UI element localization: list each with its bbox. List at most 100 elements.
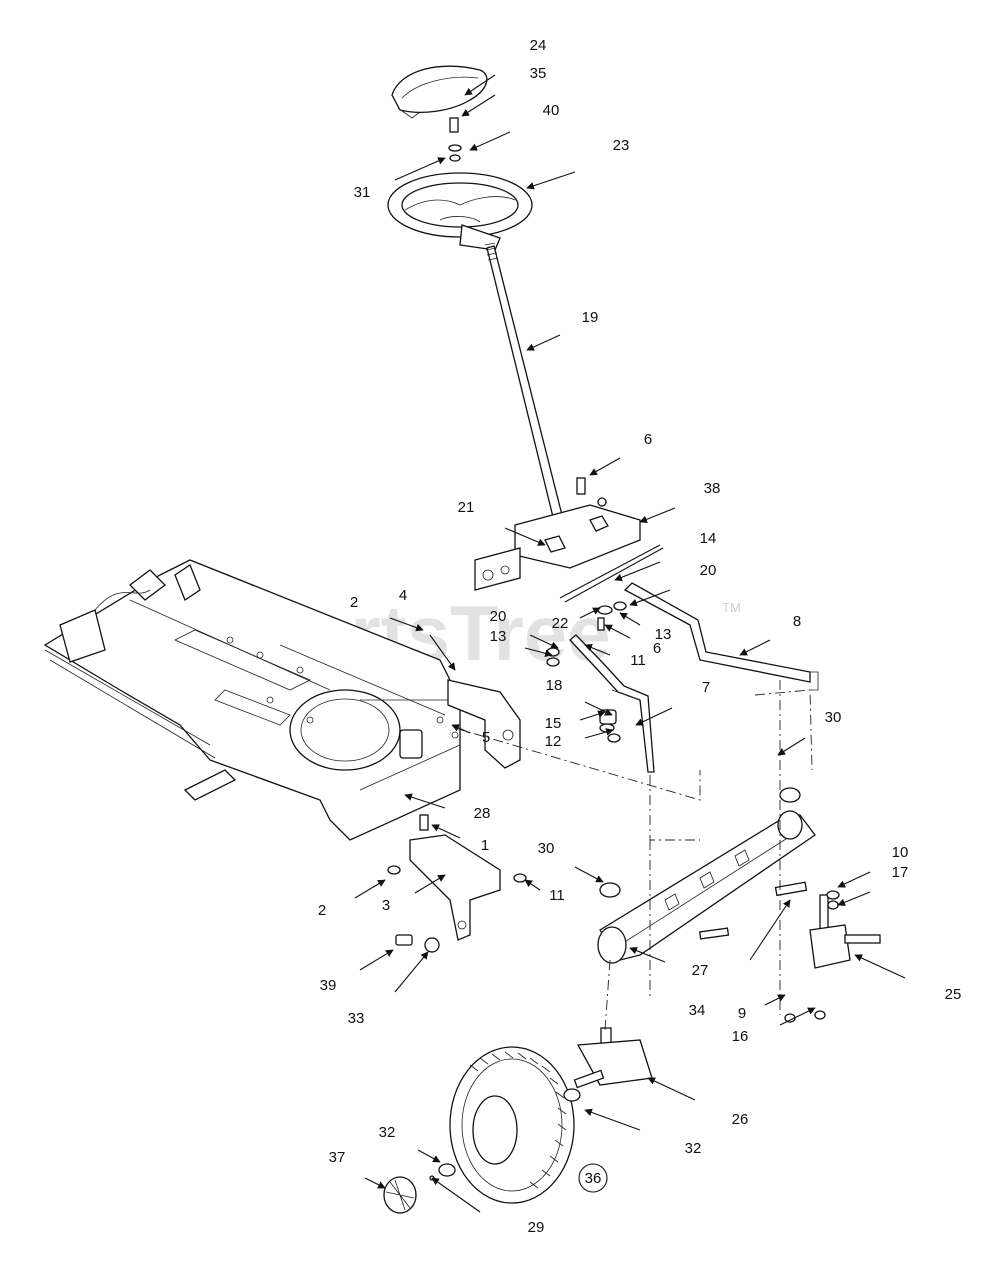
leader-line-24 bbox=[464, 74, 496, 96]
leader-line-34 bbox=[749, 899, 791, 961]
callout-label-20a: 20 bbox=[700, 562, 717, 579]
steering-hardware bbox=[448, 117, 462, 162]
callout-label-28: 28 bbox=[474, 805, 491, 822]
leader-line-38 bbox=[639, 507, 676, 524]
callout-label-24: 24 bbox=[530, 37, 547, 54]
frame-bracket bbox=[447, 679, 521, 769]
leader-line-2b bbox=[354, 879, 386, 899]
callout-label-13a: 13 bbox=[655, 626, 672, 643]
leader-line-26 bbox=[647, 1077, 696, 1101]
leader-line-10 bbox=[837, 871, 871, 888]
callout-label-6b: 6 bbox=[653, 640, 661, 657]
callout-label-32a: 32 bbox=[685, 1140, 702, 1157]
callout-label-4: 4 bbox=[399, 587, 407, 604]
callout-label-39: 39 bbox=[320, 977, 337, 994]
callout-label-32b: 32 bbox=[379, 1124, 396, 1141]
leader-line-21 bbox=[504, 527, 546, 546]
leader-line-15 bbox=[579, 710, 606, 721]
leader-line-20a bbox=[629, 589, 671, 607]
callout-label-22: 22 bbox=[552, 615, 569, 632]
spindle-right bbox=[784, 890, 881, 1023]
assembly-centerlines bbox=[454, 680, 813, 1031]
callout-label-31: 31 bbox=[354, 184, 371, 201]
leader-line-12 bbox=[584, 728, 614, 739]
callout-label-20b: 20 bbox=[490, 608, 507, 625]
front-axle bbox=[597, 787, 816, 964]
steering-support bbox=[474, 477, 664, 631]
callout-label-17: 17 bbox=[892, 864, 909, 881]
leader-line-7 bbox=[635, 707, 673, 726]
callout-label-8: 8 bbox=[793, 613, 801, 630]
callout-label-40: 40 bbox=[543, 102, 560, 119]
steering-wheel bbox=[387, 172, 533, 251]
callout-label-14: 14 bbox=[700, 530, 717, 547]
leader-line-30b bbox=[574, 866, 604, 883]
hubcap-and-washers bbox=[383, 1088, 581, 1214]
drag-links bbox=[569, 582, 819, 773]
callout-label-34: 34 bbox=[689, 1002, 706, 1019]
leader-line-32b bbox=[417, 1149, 441, 1163]
leader-line-37 bbox=[364, 1177, 386, 1189]
leader-line-27 bbox=[629, 946, 666, 963]
pivot-bracket bbox=[387, 814, 527, 953]
callout-label-33: 33 bbox=[348, 1010, 365, 1027]
callout-label-23: 23 bbox=[613, 137, 630, 154]
leader-line-29 bbox=[431, 1177, 481, 1213]
callout-label-30a: 30 bbox=[825, 709, 842, 726]
tractor-frame bbox=[43, 559, 461, 841]
callout-label-36: 36 bbox=[585, 1170, 602, 1187]
front-tire bbox=[449, 1046, 575, 1204]
callout-label-6: 6 bbox=[644, 431, 652, 448]
callout-label-1: 1 bbox=[481, 837, 489, 854]
callout-label-11a: 11 bbox=[630, 652, 646, 669]
leader-line-13b bbox=[524, 647, 553, 657]
leader-line-9 bbox=[764, 994, 786, 1006]
callout-label-3: 3 bbox=[382, 897, 390, 914]
leader-line-13a bbox=[619, 612, 641, 626]
callout-label-11b: 11 bbox=[549, 887, 565, 904]
callout-label-2a: 2 bbox=[350, 594, 358, 611]
leader-line-16 bbox=[779, 1007, 816, 1026]
leader-line-25 bbox=[854, 954, 906, 979]
leader-line-5 bbox=[451, 724, 471, 734]
callout-label-29: 29 bbox=[528, 1219, 545, 1236]
leader-line-1 bbox=[431, 824, 461, 839]
callout-label-9: 9 bbox=[738, 1005, 746, 1022]
steering-shaft bbox=[484, 242, 563, 518]
callout-label-16: 16 bbox=[732, 1028, 749, 1045]
callout-label-26: 26 bbox=[732, 1111, 749, 1128]
callout-label-37: 37 bbox=[329, 1149, 346, 1166]
leader-line-39 bbox=[359, 949, 394, 971]
leader-line-14 bbox=[614, 561, 661, 582]
leader-line-18 bbox=[584, 701, 613, 716]
leader-line-40 bbox=[469, 131, 511, 151]
leader-line-2a bbox=[389, 617, 424, 632]
leader-line-30a bbox=[777, 737, 806, 756]
leader-line-22 bbox=[579, 607, 601, 619]
leader-line-11a bbox=[584, 643, 611, 656]
callout-label-2b: 2 bbox=[318, 902, 326, 919]
callout-label-7: 7 bbox=[702, 679, 710, 696]
leader-line-32a bbox=[584, 1108, 641, 1131]
leader-line-3 bbox=[414, 874, 446, 894]
leader-line-6 bbox=[589, 457, 621, 476]
leader-line-19 bbox=[526, 334, 561, 351]
leader-line-17 bbox=[837, 891, 871, 906]
callout-label-25: 25 bbox=[945, 986, 962, 1003]
callout-label-15: 15 bbox=[545, 715, 562, 732]
leader-line-31 bbox=[394, 157, 446, 181]
leader-line-8 bbox=[739, 639, 771, 656]
leader-line-23 bbox=[526, 171, 576, 190]
leader-line-35 bbox=[461, 94, 496, 117]
leader-line-11b bbox=[524, 879, 541, 891]
callout-label-27: 27 bbox=[692, 962, 709, 979]
callout-label-21: 21 bbox=[458, 499, 475, 516]
callout-label-12: 12 bbox=[545, 733, 562, 750]
callout-label-5: 5 bbox=[482, 729, 490, 746]
callout-label-35: 35 bbox=[530, 65, 547, 82]
callout-label-19: 19 bbox=[582, 309, 599, 326]
callout-circle-36 bbox=[578, 1163, 608, 1193]
callout-label-30b: 30 bbox=[538, 840, 555, 857]
